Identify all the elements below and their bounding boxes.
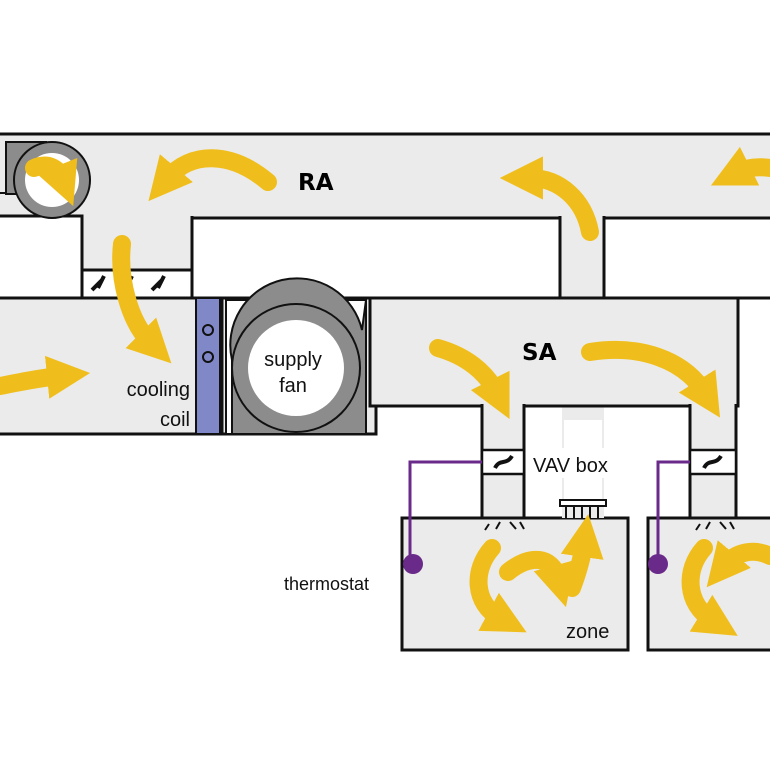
airflow-arrow-icon [499,550,576,608]
airflow-arrow-icon [706,540,770,588]
diffuser-right-icon [695,521,735,531]
vav-box-label: VAV box [533,455,608,477]
vav-damper-left-icon [480,448,526,476]
supply-air-label: SA [522,340,557,366]
diffuser-left-icon [484,521,525,531]
airflow-arrow-icon [681,539,738,636]
cooling-coil-label-line1: cooling [127,379,190,401]
supply-fan-label-line2: fan [279,375,307,397]
airflow-arrow-icon [0,355,91,399]
supply-fan-label-line1: supply [264,349,322,371]
cooling-coil-icon [195,297,224,435]
supply-fan-icon [225,277,367,435]
airflow-arrow-icon [499,156,599,241]
airflow-arrow-icon [25,156,78,207]
zone-room-right [646,516,770,652]
return-air-label: RA [298,170,334,196]
airflow-arrow-icon [429,339,510,420]
airflow-arrow-icon [710,146,770,186]
vav-damper-right-icon [688,448,738,476]
airflow-arrow-icon [581,340,721,418]
cooling-coil-label-line2: coil [160,409,190,431]
airflow-arrows [0,146,770,636]
thermostat-right-icon [648,460,690,574]
airflow-arrow-icon [560,514,604,597]
zone-label: zone [566,621,609,643]
return-air-duct [0,132,770,220]
duct-network [0,132,770,520]
airflow-arrow-icon [112,235,172,364]
thermostat-label: thermostat [284,574,369,594]
thermostat-left-icon [403,460,482,574]
airflow-arrow-icon [148,149,277,202]
airflow-arrow-icon [469,539,527,633]
mixing-damper-icon [80,268,194,300]
